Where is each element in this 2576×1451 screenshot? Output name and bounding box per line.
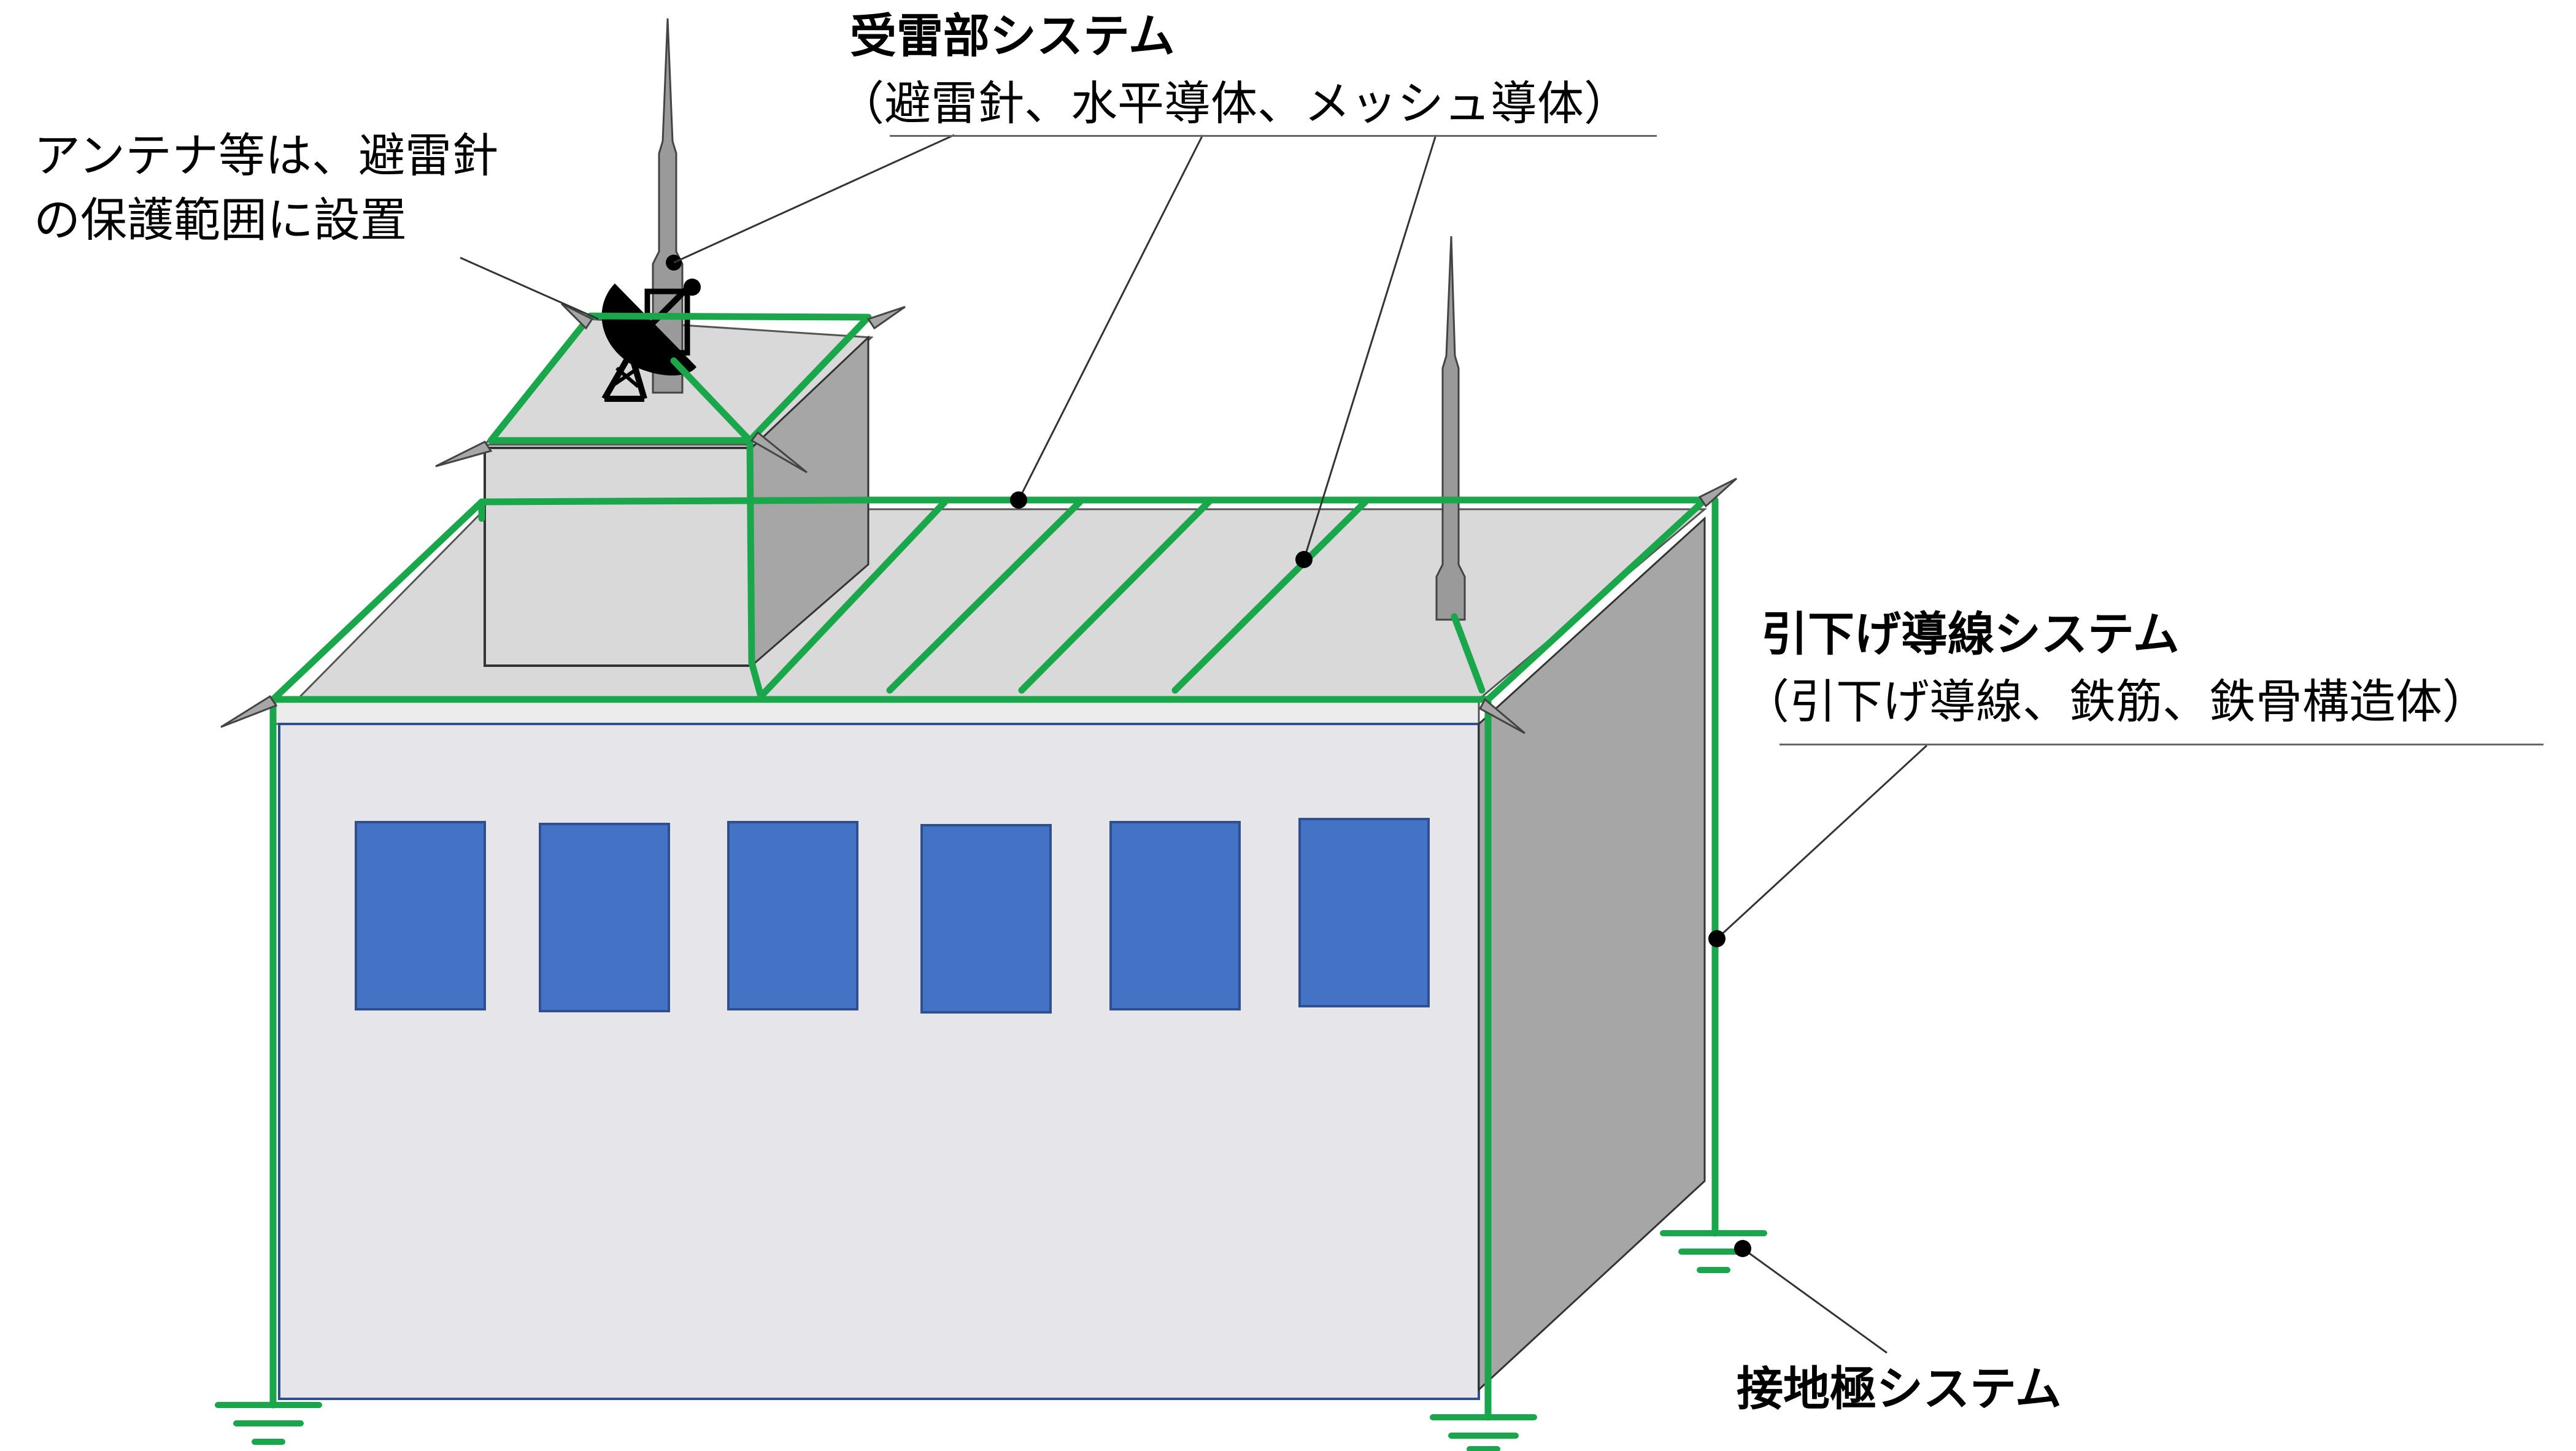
receiver-system-detail: （避雷針、水平導体、メッシュ導体） <box>838 76 1630 131</box>
lightning-rod-icon <box>1435 236 1466 621</box>
mesh-conductor <box>1018 498 1213 694</box>
leader-ground <box>1742 1247 1888 1354</box>
leader-dot <box>1010 491 1027 509</box>
air-terminal <box>750 431 808 474</box>
window <box>727 821 858 1010</box>
down-detail-underline <box>1780 744 2543 745</box>
leader-dot <box>1708 930 1726 947</box>
window <box>355 821 486 1010</box>
down-conductor-system-detail: （引下げ導線、鉄筋、鉄骨構造体） <box>1743 674 2489 729</box>
side-wall <box>1478 516 1706 1392</box>
mesh-conductor <box>757 498 949 700</box>
air-terminal <box>1478 698 1525 734</box>
roof-perimeter <box>269 496 1708 703</box>
window <box>1109 821 1241 1010</box>
leader-antenna <box>460 256 599 320</box>
antenna-note-line1: アンテナ等は、避雷針 <box>34 128 498 183</box>
leader-lines <box>460 134 1928 1354</box>
mesh-conductor <box>886 498 1084 694</box>
ground-symbol-icon <box>215 1402 322 1445</box>
satellite-dish-icon <box>601 279 701 402</box>
receiver-detail-underline <box>890 135 1657 137</box>
air-terminal-spikes <box>220 302 1738 734</box>
leader-down <box>1716 744 1928 940</box>
air-terminal <box>220 695 278 728</box>
antenna-note-line2: の保護範囲に設置 <box>34 193 407 247</box>
windows <box>355 818 1430 1014</box>
air-terminal <box>560 302 594 330</box>
down-conductor-system-title: 引下げ導線システム <box>1761 607 2180 661</box>
conductors <box>269 312 1719 1421</box>
penthouse-front <box>484 447 753 667</box>
receiver-system-title: 受雷部システム <box>850 9 1175 63</box>
rod-conductor <box>1451 613 1486 694</box>
building <box>271 508 1708 1400</box>
leader-horizontal <box>1017 134 1204 501</box>
penthouse-cross <box>670 357 754 444</box>
penthouse-down <box>746 437 765 700</box>
leader-rod <box>673 134 955 264</box>
roof-front-edge <box>272 698 1480 725</box>
ground-symbol-icon <box>1430 1414 1537 1451</box>
air-terminal <box>866 306 906 330</box>
leader-mesh <box>1303 134 1437 560</box>
air-terminal <box>1698 477 1738 508</box>
air-terminal <box>435 441 493 468</box>
ground-electrode-system-title: 接地極システム <box>1737 1361 2062 1416</box>
leader-dots <box>1010 491 1751 1257</box>
leader-dot <box>1734 1240 1751 1257</box>
penthouse-ring <box>487 312 872 444</box>
window <box>920 824 1052 1014</box>
mesh-conductor <box>1171 498 1369 694</box>
window <box>1298 818 1430 1007</box>
leader-dot <box>1295 551 1313 568</box>
window <box>539 823 670 1012</box>
